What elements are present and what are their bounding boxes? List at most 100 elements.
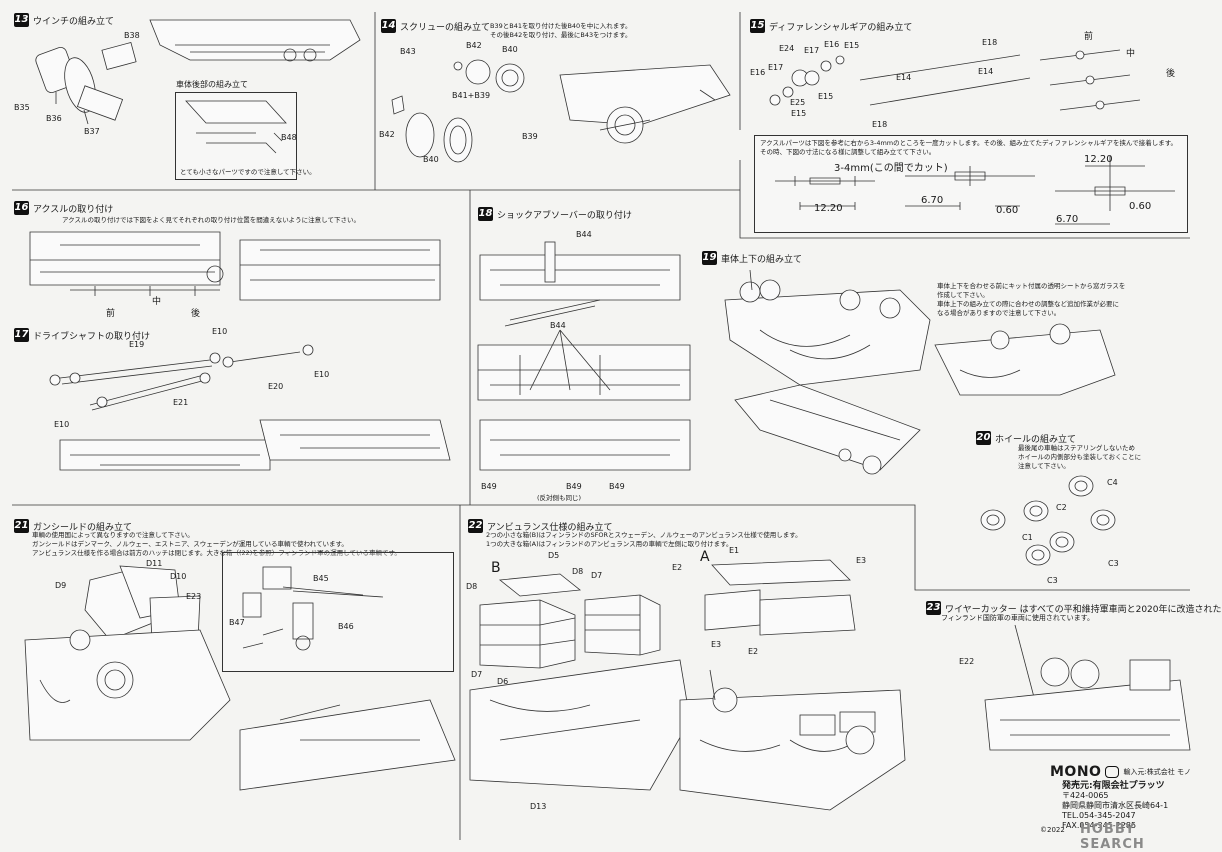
step-13b-title: 車体後部の組み立て (176, 80, 248, 89)
step-20-header: 20 ホイールの組み立て (976, 431, 1076, 445)
step-15-header: 15 ディファレンシャルギアの組み立て (750, 19, 912, 33)
step-16-title: アクスルの取り付け (33, 204, 114, 215)
step-15-drawing (769, 49, 1141, 111)
step-22-note-2: 1つの大きな箱(A)はフィンランドのアンビュランス用の車輌で左側に取り付けます。 (486, 540, 733, 548)
step-21-gun-detail-box (222, 552, 454, 672)
part-label: B49 (481, 482, 497, 491)
axle-rear-label: 後 (191, 309, 201, 319)
part-label: D9 (55, 581, 67, 590)
part-label: E3 (856, 556, 867, 565)
part-label: B45 (313, 574, 329, 583)
part-label: D7 (591, 571, 603, 580)
dimension-value: 12.20 (814, 203, 843, 214)
box-b-label: B (491, 560, 501, 576)
part-label: E2 (672, 563, 683, 572)
part-label: D11 (146, 559, 163, 568)
step-15-number: 15 (750, 19, 765, 33)
part-label: E25 (790, 98, 806, 107)
part-label: C1 (1022, 533, 1033, 542)
step-18-title: ショックアブソーバーの取り付け (497, 210, 632, 221)
brand-block: MONO 輸入元:株式会社 モノ (1050, 764, 1191, 780)
step-21-title: ガンシールドの組み立て (33, 522, 133, 533)
step-21-note-2: ガンシールドはデンマーク、ノルウェー、エストニア、スウェーデンが運用している車輌… (32, 540, 348, 548)
part-label: B36 (46, 114, 62, 123)
part-label: B49 (566, 482, 582, 491)
step-21-header: 21 ガンシールドの組み立て (14, 519, 132, 533)
fax: FAX.054-345-2285 (1062, 821, 1137, 830)
part-label: B46 (338, 622, 354, 631)
part-label: E18 (872, 120, 888, 129)
part-label: E16 (750, 68, 766, 77)
seller-label: 発売元:有限会社プラッツ (1062, 781, 1165, 791)
part-label: E16 (824, 40, 840, 49)
step-23-drawing (984, 624, 1191, 751)
step-19-number: 19 (702, 251, 717, 265)
step-13-title: ウインチの組み立て (33, 16, 115, 27)
part-label: D5 (548, 551, 560, 560)
part-label: B39 (522, 132, 538, 141)
step-18-header: 18 ショックアブソーバーの取り付け (478, 207, 632, 221)
dimension-value: 0.60 (996, 205, 1019, 216)
box-a-label: A (700, 549, 710, 565)
step-14-note-1: B39とB41を取り付けた後B40を中に入れます。 (490, 22, 632, 30)
step-19-title: 車体上下の組み立て (721, 254, 803, 265)
step-13b-detail-box (175, 92, 297, 180)
dimension-value: 12.20 (1084, 154, 1113, 165)
step-22-header: 22 アンビュランス仕様の組み立て (468, 519, 612, 533)
part-label: B41+B39 (452, 91, 491, 100)
part-label: D7 (471, 670, 483, 679)
step-13-number: 13 (14, 13, 29, 27)
zip-code: 〒424-0065 (1062, 791, 1109, 800)
step-22-title: アンビュランス仕様の組み立て (487, 522, 613, 533)
step-19-note-4: なる場合がありますので注意して下さい。 (937, 309, 1061, 317)
step-16-number: 16 (14, 201, 29, 215)
part-label: B48 (281, 133, 297, 142)
step-15-dimension-box (754, 135, 1188, 233)
step-23-note-2: フィンランド国防軍の車両に使用されています。 (941, 614, 1094, 622)
part-label: C3 (1047, 576, 1058, 585)
part-label: B35 (14, 103, 30, 112)
watermark-text: HOBBY SEARCH (1080, 822, 1145, 852)
axle-middle-label: 中 (152, 297, 162, 307)
step-22-drawing (469, 559, 906, 811)
step-14-title: スクリューの組み立て (400, 22, 491, 33)
axle-middle-label: 中 (1126, 49, 1136, 59)
step-15-title: ディファレンシャルギアの組み立て (769, 22, 913, 33)
step-14-note-2: その後B42を取り付け、最後にB43をつけます。 (490, 31, 632, 39)
part-label: E19 (129, 340, 145, 349)
step-23-header: 23 ワイヤーカッター はすべての平和維持軍車両と2020年に改造された (926, 601, 1222, 615)
step-14-number: 14 (381, 19, 396, 33)
part-label: E18 (982, 38, 998, 47)
part-label: B44 (576, 230, 592, 239)
step-19-note-3: 車体上下の組み立ての際に合わせの調整など追加作業が必要に (937, 300, 1119, 308)
section-dividers (12, 12, 1190, 840)
step-20-note-3: 注意して下さい。 (1018, 462, 1070, 470)
step-18-drawing (477, 241, 691, 471)
step-14-header: 14 スクリューの組み立て (381, 19, 490, 33)
part-label: E10 (212, 327, 228, 336)
step-22-number: 22 (468, 519, 483, 533)
step-18-opposite-note: (反対側も同じ) (537, 494, 582, 502)
address: 静岡県静岡市清水区長崎64-1 (1062, 801, 1169, 810)
step-13-drawing (35, 19, 361, 125)
telephone: TEL.054-345-2047 (1062, 811, 1136, 820)
part-label: B40 (423, 155, 439, 164)
step-21-number: 21 (14, 519, 29, 533)
part-label: E14 (896, 73, 912, 82)
step-20-note-2: ホイールの内側部分も塗装しておくことに (1018, 453, 1142, 461)
part-label: E15 (844, 41, 860, 50)
part-label: D13 (530, 802, 547, 811)
part-label: E10 (314, 370, 330, 379)
step-17-number: 17 (14, 328, 29, 342)
copyright: ©2022 (1040, 826, 1065, 834)
step-17-header: 17 ドライブシャフトの取り付け (14, 328, 150, 342)
part-label: E21 (173, 398, 189, 407)
part-label: B43 (400, 47, 416, 56)
part-label: B40 (502, 45, 518, 54)
step-21-drawing (24, 565, 456, 791)
step-20-note-1: 最後尾の車軸はステアリングしないため (1018, 444, 1135, 452)
step-13-header: 13 ウインチの組み立て (14, 13, 114, 27)
mono-cloud-icon (1105, 766, 1120, 778)
step-19-note-1: 車体上下を合わせる前にキット付属の透明シートから窓ガラスを (937, 282, 1126, 290)
step-20-number: 20 (976, 431, 991, 445)
